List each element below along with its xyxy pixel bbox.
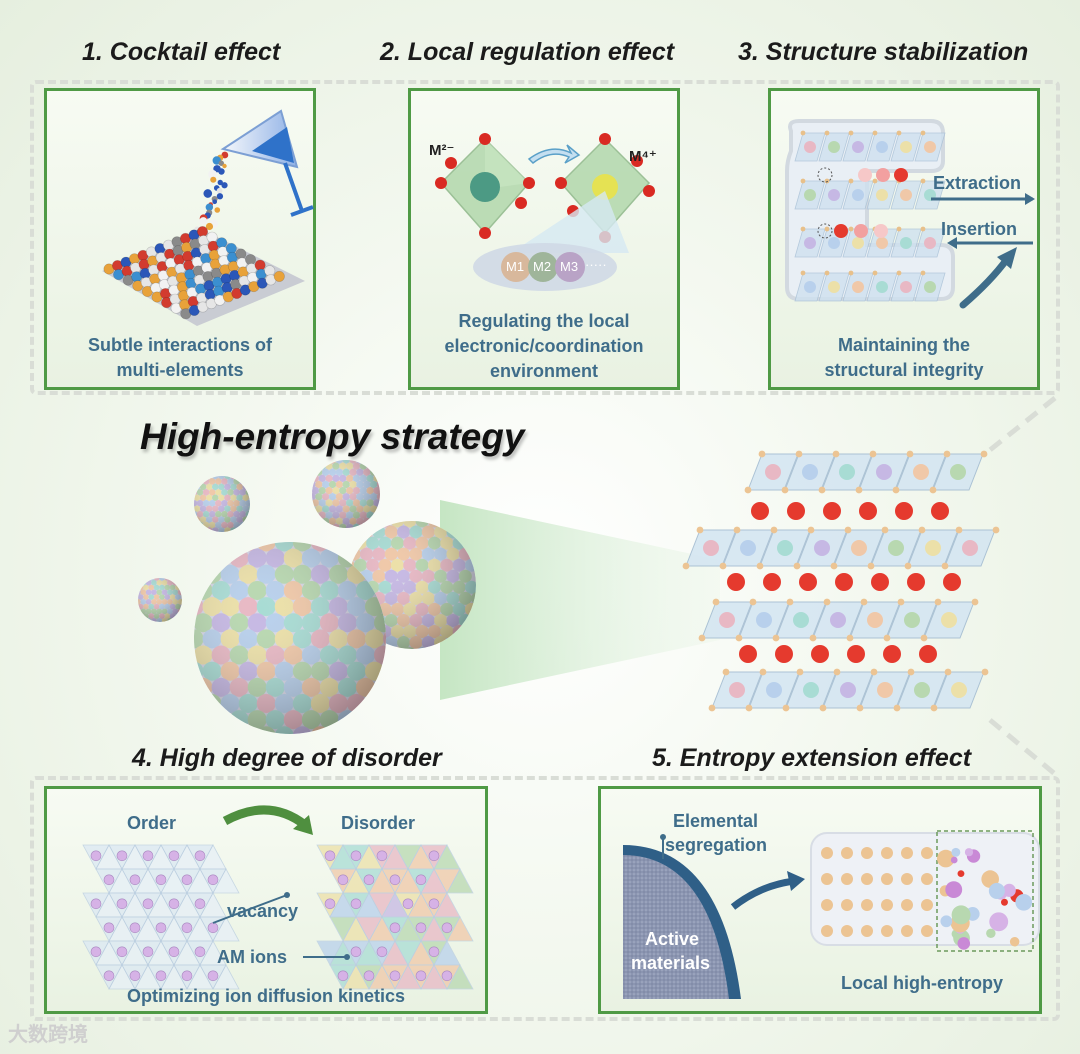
disorder-label: Disorder [341, 813, 416, 833]
ellipsis-label: ····· [585, 257, 607, 272]
layered-lattice-illustration [785, 119, 1035, 309]
order-label: Order [127, 813, 177, 833]
high-entropy-title: High-entropy strategy [140, 416, 525, 457]
regulation-caption-line-3: environment [489, 361, 599, 381]
nanoparticles-illustration [138, 460, 720, 734]
panel-entropy-extension: Elemental segregation Active materials L… [598, 786, 1042, 1014]
m2-minus-label: M²⁻ [429, 142, 455, 159]
octahedra-illustration [435, 133, 655, 291]
cocktail-caption-line-1: Subtle interactions of [87, 335, 273, 355]
insertion-label: Insertion [941, 219, 1018, 239]
regulation-caption-line-1: Regulating the local [458, 311, 630, 331]
section-1-title: 1. Cocktail effect [82, 38, 281, 66]
stabilization-caption-line-2: structural integrity [824, 360, 984, 380]
segregation-illustration [623, 830, 1040, 999]
m1-label: M1 [506, 259, 525, 274]
section-5-title: 5. Entropy extension effect [652, 744, 972, 772]
panel-cocktail-effect: Subtle interactions of multi-elements [44, 88, 316, 390]
active-label-line-1: Active [645, 929, 700, 949]
section-4-title: 4. High degree of disorder [132, 744, 442, 772]
am-ions-label: AM ions [217, 947, 287, 967]
stabilization-caption-line-1: Maintaining the [838, 335, 970, 355]
bottom-dashed-frame [30, 776, 1060, 1021]
section-3-title: 3. Structure stabilization [738, 38, 1029, 66]
m2-label: M2 [533, 259, 552, 274]
panel-structure-stabilization: Extraction Insertion Maintaining the str… [768, 88, 1040, 390]
layered-crystal-illustration [682, 450, 1000, 712]
elemental-label-line-2: segregation [665, 835, 768, 855]
m4-plus-label: M⁴⁺ [629, 148, 657, 165]
m3-label: M3 [560, 259, 579, 274]
panel-high-disorder: Order Disorder vacancy AM ions Optimizin… [44, 786, 488, 1014]
cocktail-caption-line-2: multi-elements [116, 360, 244, 380]
disorder-caption: Optimizing ion diffusion kinetics [127, 986, 405, 1006]
extraction-label: Extraction [933, 173, 1022, 193]
elemental-label-line-1: Elemental [673, 811, 759, 831]
top-dashed-frame [30, 80, 1060, 395]
local-high-entropy-label: Local high-entropy [841, 973, 1003, 993]
regulation-caption-line-2: electronic/coordination [444, 336, 644, 356]
vacancy-label: vacancy [227, 901, 299, 921]
section-2-title: 2. Local regulation effect [380, 38, 675, 66]
active-label-line-2: materials [631, 953, 711, 973]
panel-local-regulation: M²⁻ M⁴⁺ M1 M2 M3 ····· Regulating the lo… [408, 88, 680, 390]
order-disorder-lattice [82, 805, 474, 990]
watermark: 大数跨境 [8, 1024, 88, 1046]
cocktail-illustration [102, 109, 314, 326]
